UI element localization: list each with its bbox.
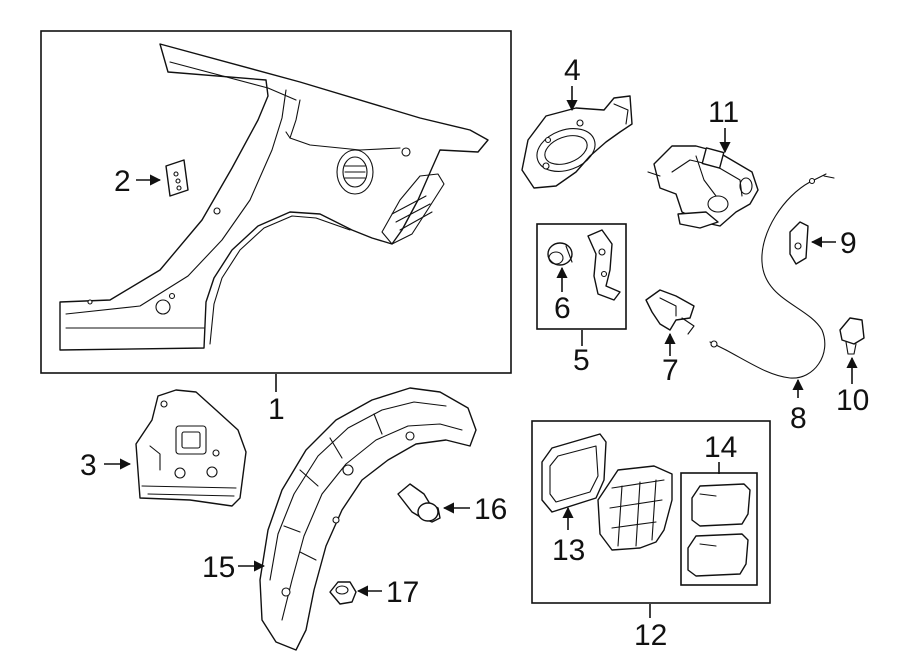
liner-part-15 [259, 387, 477, 651]
part-5-frame [536, 223, 627, 330]
leader-lines [104, 86, 858, 618]
callout-10: 10 [836, 384, 869, 417]
callout-17: 17 [386, 576, 419, 609]
bracket-part-12 [597, 465, 673, 551]
grommet-part-10 [839, 317, 865, 355]
bushing-part-6 [547, 242, 573, 266]
pad-part-14 [687, 483, 751, 577]
callout-3: 3 [80, 449, 97, 482]
clip-part-16 [397, 483, 441, 523]
callout-4: 4 [564, 54, 581, 87]
callout-15: 15 [202, 551, 235, 584]
seal-part-13 [541, 433, 607, 513]
callout-12: 12 [634, 619, 667, 652]
callout-8: 8 [790, 402, 807, 435]
nut-part-17 [329, 581, 357, 605]
part-12-frame [531, 420, 771, 604]
callout-5: 5 [573, 344, 590, 377]
callout-14: 14 [704, 431, 737, 464]
callout-13: 13 [552, 534, 585, 567]
callout-7: 7 [662, 354, 679, 387]
release-cable-part-8 [709, 173, 835, 379]
actuator-part-11 [647, 145, 759, 229]
callout-9: 9 [840, 227, 857, 260]
lock-part-7 [645, 289, 695, 335]
hinge-part-5 [587, 229, 621, 301]
callout-6: 6 [554, 292, 571, 325]
quarter-panel-part [59, 43, 489, 351]
fuel-door-housing-part-4 [521, 95, 633, 189]
callout-11: 11 [708, 96, 739, 129]
part-1-frame [40, 30, 512, 374]
inner-panel-part-3 [135, 389, 247, 507]
bracket-part-2 [165, 159, 189, 197]
callout-1: 1 [268, 393, 285, 426]
callout-2: 2 [114, 165, 131, 198]
callout-16: 16 [474, 493, 507, 526]
clip-part-9 [789, 221, 809, 265]
